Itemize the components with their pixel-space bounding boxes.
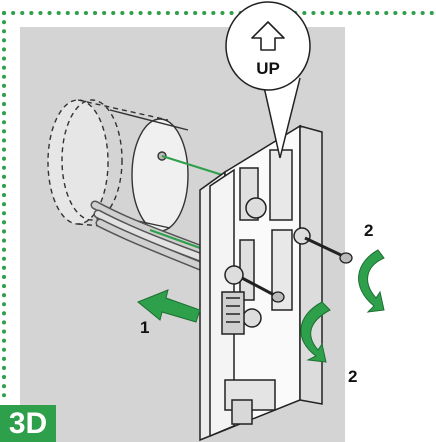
rotate-arrow-icon-bottom [300, 301, 331, 363]
rotate-arrow-icon-top [358, 249, 385, 313]
callout-step-2-top: 2 [364, 221, 373, 240]
step-badge: 3D [0, 405, 56, 442]
callout-step-2-bottom: 2 [348, 367, 357, 386]
up-callout [225, 1, 311, 159]
up-label: UP [256, 59, 280, 78]
screw-top [304, 236, 353, 264]
screw-bottom [241, 276, 285, 303]
callout-step-1: 1 [140, 318, 149, 337]
up-arrow-icon [251, 21, 285, 51]
mounting-bracket [199, 124, 323, 442]
push-arrow-icon [137, 289, 201, 323]
